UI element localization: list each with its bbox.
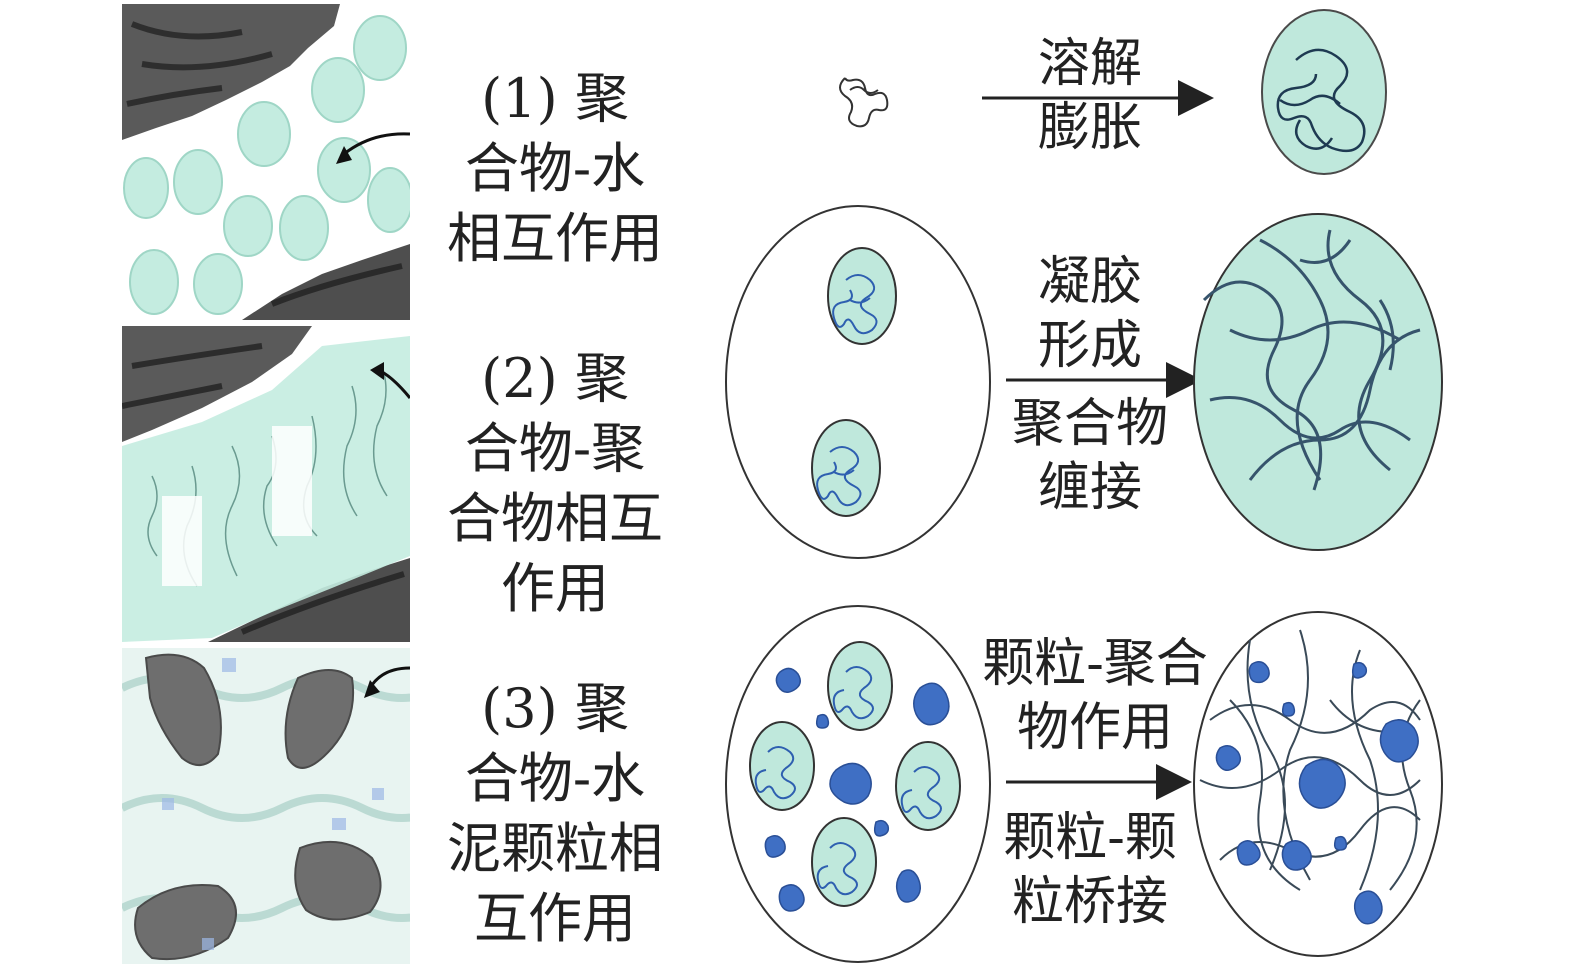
step-line: 颗粒-聚合 (982, 634, 1208, 694)
label-line: 合物相互 (447, 487, 663, 550)
arrow-pointer-1 (343, 132, 410, 156)
micrograph-panel-3 (122, 648, 410, 964)
step-line: 缠接 (1037, 458, 1142, 518)
step-line: 颗粒-颗 (1003, 808, 1177, 868)
polymer-coil-in-gel (827, 247, 897, 345)
polymer-coil-in-gel (827, 641, 893, 731)
cement-grain-bottom (208, 558, 410, 642)
label-line: (1) 聚 (481, 67, 629, 130)
polymer-coil-in-gel (811, 419, 881, 517)
step-line: 形成 (1037, 316, 1142, 376)
step-label-row3-below: 颗粒-颗 粒桥接 (985, 806, 1195, 934)
label-line: 作用 (501, 557, 609, 620)
cement-particle-group (1215, 661, 1419, 925)
step-line: 聚合物 (1011, 394, 1168, 454)
label-line: (2) 聚 (481, 347, 629, 410)
micrograph-panel-2 (122, 326, 410, 642)
step-label-row2-above: 凝胶 形成 (1000, 250, 1180, 378)
label-line: 合物-聚 (464, 417, 646, 480)
cement-particle-group (134, 653, 382, 961)
step-line: 物作用 (1016, 698, 1173, 758)
interaction-label-2: (2) 聚 合物-聚 合物相互 作用 (430, 344, 680, 624)
interaction-label-1: (1) 聚 合物-水 相互作用 (430, 64, 680, 274)
polymer-coil-in-gel (749, 721, 815, 811)
swollen-polymer (1261, 9, 1387, 175)
step-label-row1-above: 溶解 膨胀 (1000, 32, 1180, 160)
micrograph-panel-1 (122, 4, 410, 320)
step-line: 凝胶 (1037, 252, 1142, 312)
label-line: 相互作用 (447, 207, 663, 270)
entangled-gel (1193, 213, 1443, 551)
polymer-coil-group (123, 15, 410, 315)
step-label-row3-above: 颗粒-聚合 物作用 (960, 632, 1230, 760)
cement-particle-group (764, 667, 950, 912)
step-line: 溶解 (1037, 34, 1142, 94)
label-line: 合物-水 (464, 137, 646, 200)
step-line: 膨胀 (1037, 98, 1142, 158)
polymer-coil-in-gel (895, 741, 961, 831)
polymer-coil-in-gel (811, 817, 877, 907)
label-line: 泥颗粒相 (447, 817, 663, 880)
container-ellipse-2 (725, 205, 991, 559)
step-label-row2-below: 聚合物 缠接 (995, 392, 1185, 520)
label-line: 合物-水 (464, 747, 646, 810)
step-line: 粒桥接 (1011, 872, 1168, 932)
polymer-coil-small (839, 77, 889, 128)
interaction-label-3: (3) 聚 合物-水 泥颗粒相 互作用 (430, 674, 680, 954)
label-line: 互作用 (474, 887, 636, 950)
polymer-patches (162, 658, 384, 950)
label-line: (3) 聚 (481, 677, 629, 740)
